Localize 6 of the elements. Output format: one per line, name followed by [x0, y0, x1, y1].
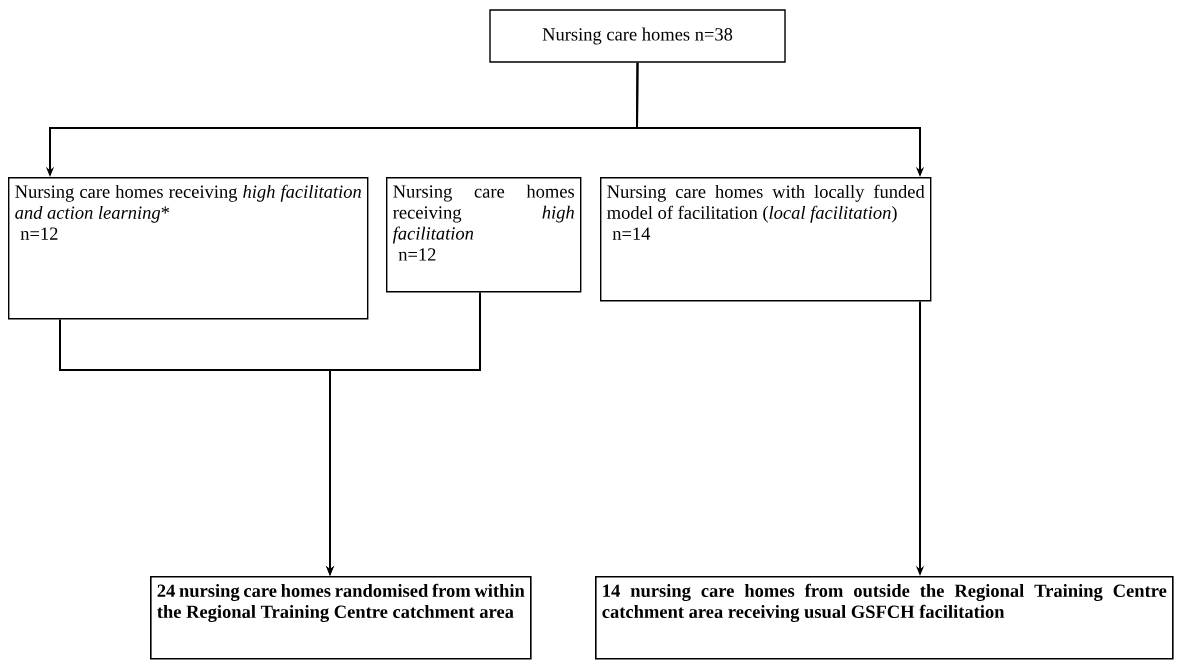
process-box: Nursing care homes with locally funded model of facilitation (local facilitation) n=14 — [600, 177, 932, 302]
process-box: Nursing care homes receiving high facilitation and action learning* n=12 — [8, 177, 369, 320]
process-box: Nursing care homes receiving high facilitation n=12 — [386, 177, 582, 293]
process-box: 24 nursing care homes randomised from within the Regional Training Centre catchment area — [150, 576, 532, 660]
process-box: 14 nursing care homes from outside the Regional Training Centre catchment area receiving usual GSFCH facilitation — [595, 576, 1174, 660]
process-box: Nursing care homes n=38 — [489, 9, 786, 63]
